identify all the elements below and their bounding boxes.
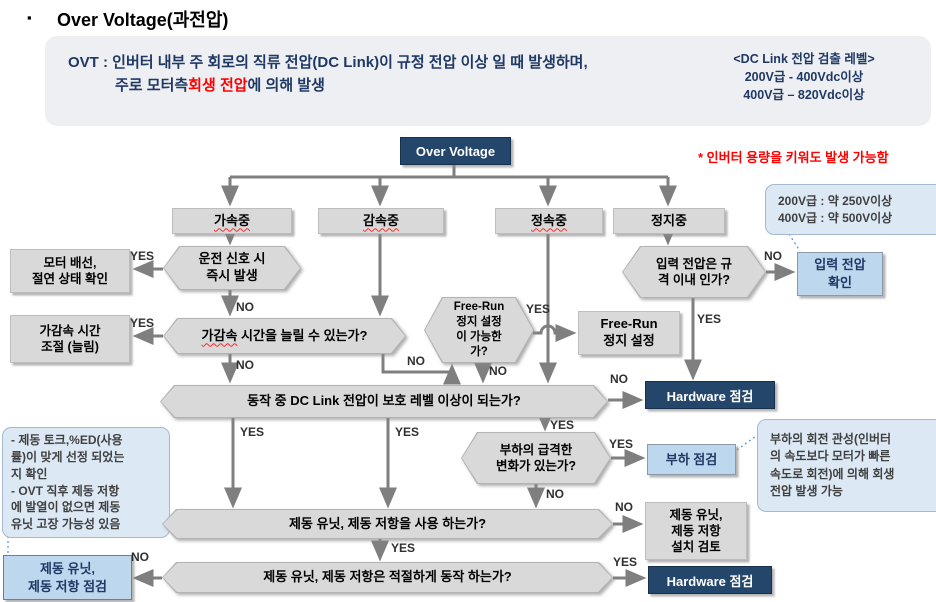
summary-text: OVT : 인버터 내부 주 회로의 직류 전압(DC Link)이 규정 전압… [68,52,678,97]
edge-yes-freerun: YES [526,302,551,316]
decision-freerun-label: Free-Run 정지 설정 이 가능한 가? [453,301,505,358]
node-state-decelerating: 감속중 [318,208,444,234]
edge-yes-accel-time: YES [130,316,155,330]
note-brake-torque: - 제동 토크,%ED(사용 률)이 맞게 선정 되었는 지 확인 - OVT … [2,427,170,538]
edge-yes-dclink-1: YES [240,425,265,439]
edge-no-accel-time-down: NO [236,358,254,372]
node-over-voltage: Over Voltage [400,137,511,165]
edge-yes-brake-work: YES [613,555,638,569]
detect-title: <DC Link 전압 검출 레벨> [733,52,875,66]
node-freerun-setting: Free-Run 정지 설정 [578,311,680,355]
edge-yes-load: YES [609,437,634,451]
edge-no-input-voltage: NO [764,249,782,263]
edge-no-freerun: NO [489,364,507,378]
node-input-voltage-check: 입력 전압 확인 [797,252,883,296]
node-state-stopped: 정지중 [613,208,725,234]
edge-no-dclink: NO [610,372,628,386]
note-load-inertia: 부하의 회전 관성(인버터 의 속도보다 모터가 빠른 속도로 회전)에 의해 … [757,419,936,512]
decision-input-voltage: 입력 전압은 규 격 이내 인가? [622,246,766,298]
accel-time-word: 가감속 [201,327,238,343]
decision-brake-work-label: 제동 유닛, 제동 저항은 적절하게 동작 하는가? [263,569,512,585]
decision-run-signal: 운전 신호 시 즉시 발생 [163,246,301,290]
edge-yes-input-voltage: YES [697,312,722,326]
decision-accel-time-label: 가감속 시간을 늘릴 수 있는가? [163,318,406,354]
decision-load-change: 부하의 급격한 변화가 있는가? [461,432,611,484]
summary-panel [45,36,931,126]
edge-yes-dclink-3: YES [550,418,575,432]
node-motor-wiring-check: 모터 배선, 절연 상태 확인 [10,249,130,293]
title-bullet-icon: ▪ [27,10,32,25]
node-hardware-check-1: Hardware 점검 [645,381,775,409]
summary-line2-highlight: 회생 전압 [188,76,248,94]
decision-run-signal-label: 운전 신호 시 즉시 발생 [198,251,266,283]
node-brake-unit-check: 제동 유닛, 제동 저항 점검 [3,555,132,600]
edge-no-brake-use: NO [615,500,633,514]
node-accel-time-adjust: 가감속 시간 조절 (늘림) [10,315,130,363]
decision-load-change-label: 부하의 급격한 변화가 있는가? [495,442,577,473]
detect-level-note: <DC Link 전압 검출 레벨> 200V급 - 400Vdc이상 400V… [690,50,918,104]
decision-dclink-level-label: 동작 중 DC Link 전압이 보호 레벨 이상이 되는가? [247,393,521,409]
decision-brake-use: 제동 유닛, 제동 저항을 사용 하는가? [162,509,613,539]
state-accel-label: 가속중 [214,212,250,228]
edge-yes-run-signal: YES [130,249,155,263]
edge-yes-dclink-2: YES [395,425,420,439]
page-title: Over Voltage(과전압) [57,10,229,30]
note-voltage-level: 200V급 : 약 250V이상 400V급 : 약 500V이상 [765,184,936,235]
detect-line1: 200V급 - 400Vdc이상 [744,70,864,85]
node-brake-install-review: 제동 유닛, 제동 저항 설치 검토 [645,502,747,560]
summary-line2-post: 에 의해 발생 [247,76,325,94]
edge-no-run-signal: NO [236,300,254,314]
decision-input-voltage-label: 입력 전압은 규 격 이내 인가? [656,256,732,287]
warning-note: * 인버터 용량을 키워도 발생 가능함 [698,150,889,165]
state-const-label: 정속중 [531,212,567,228]
summary-prefix: OVT : [68,54,113,71]
decision-brake-work: 제동 유닛, 제동 저항은 적절하게 동작 하는가? [162,562,613,593]
accel-time-rest: 시간을 늘릴 수 있는가? [237,327,368,343]
node-state-constant: 정속중 [495,208,603,234]
edge-no-accel-time-right: NO [407,354,425,368]
decision-freerun: Free-Run 정지 설정 이 가능한 가? [424,297,534,363]
decision-brake-use-label: 제동 유닛, 제동 저항을 사용 하는가? [288,515,487,531]
edge-no-brake-work: NO [131,550,149,564]
edge-yes-brake-use: YES [391,541,416,555]
node-hardware-check-2: Hardware 점검 [648,566,772,594]
edge-no-load: NO [546,487,564,501]
summary-line1: 인버터 내부 주 회로의 직류 전압(DC Link)이 규정 전압 이상 일 … [112,54,588,71]
state-decel-label: 감속중 [363,212,399,228]
detect-line2: 400V급 – 820Vdc이상 [743,88,865,103]
summary-line2-pre: 주로 모터측 [115,76,189,94]
node-state-accelerating: 가속중 [172,208,292,234]
decision-accel-time: 가감속 시간을 늘릴 수 있는가? [163,318,406,354]
node-load-check: 부하 점검 [647,444,736,475]
decision-dclink-level: 동작 중 DC Link 전압이 보호 레벨 이상이 되는가? [160,385,608,418]
